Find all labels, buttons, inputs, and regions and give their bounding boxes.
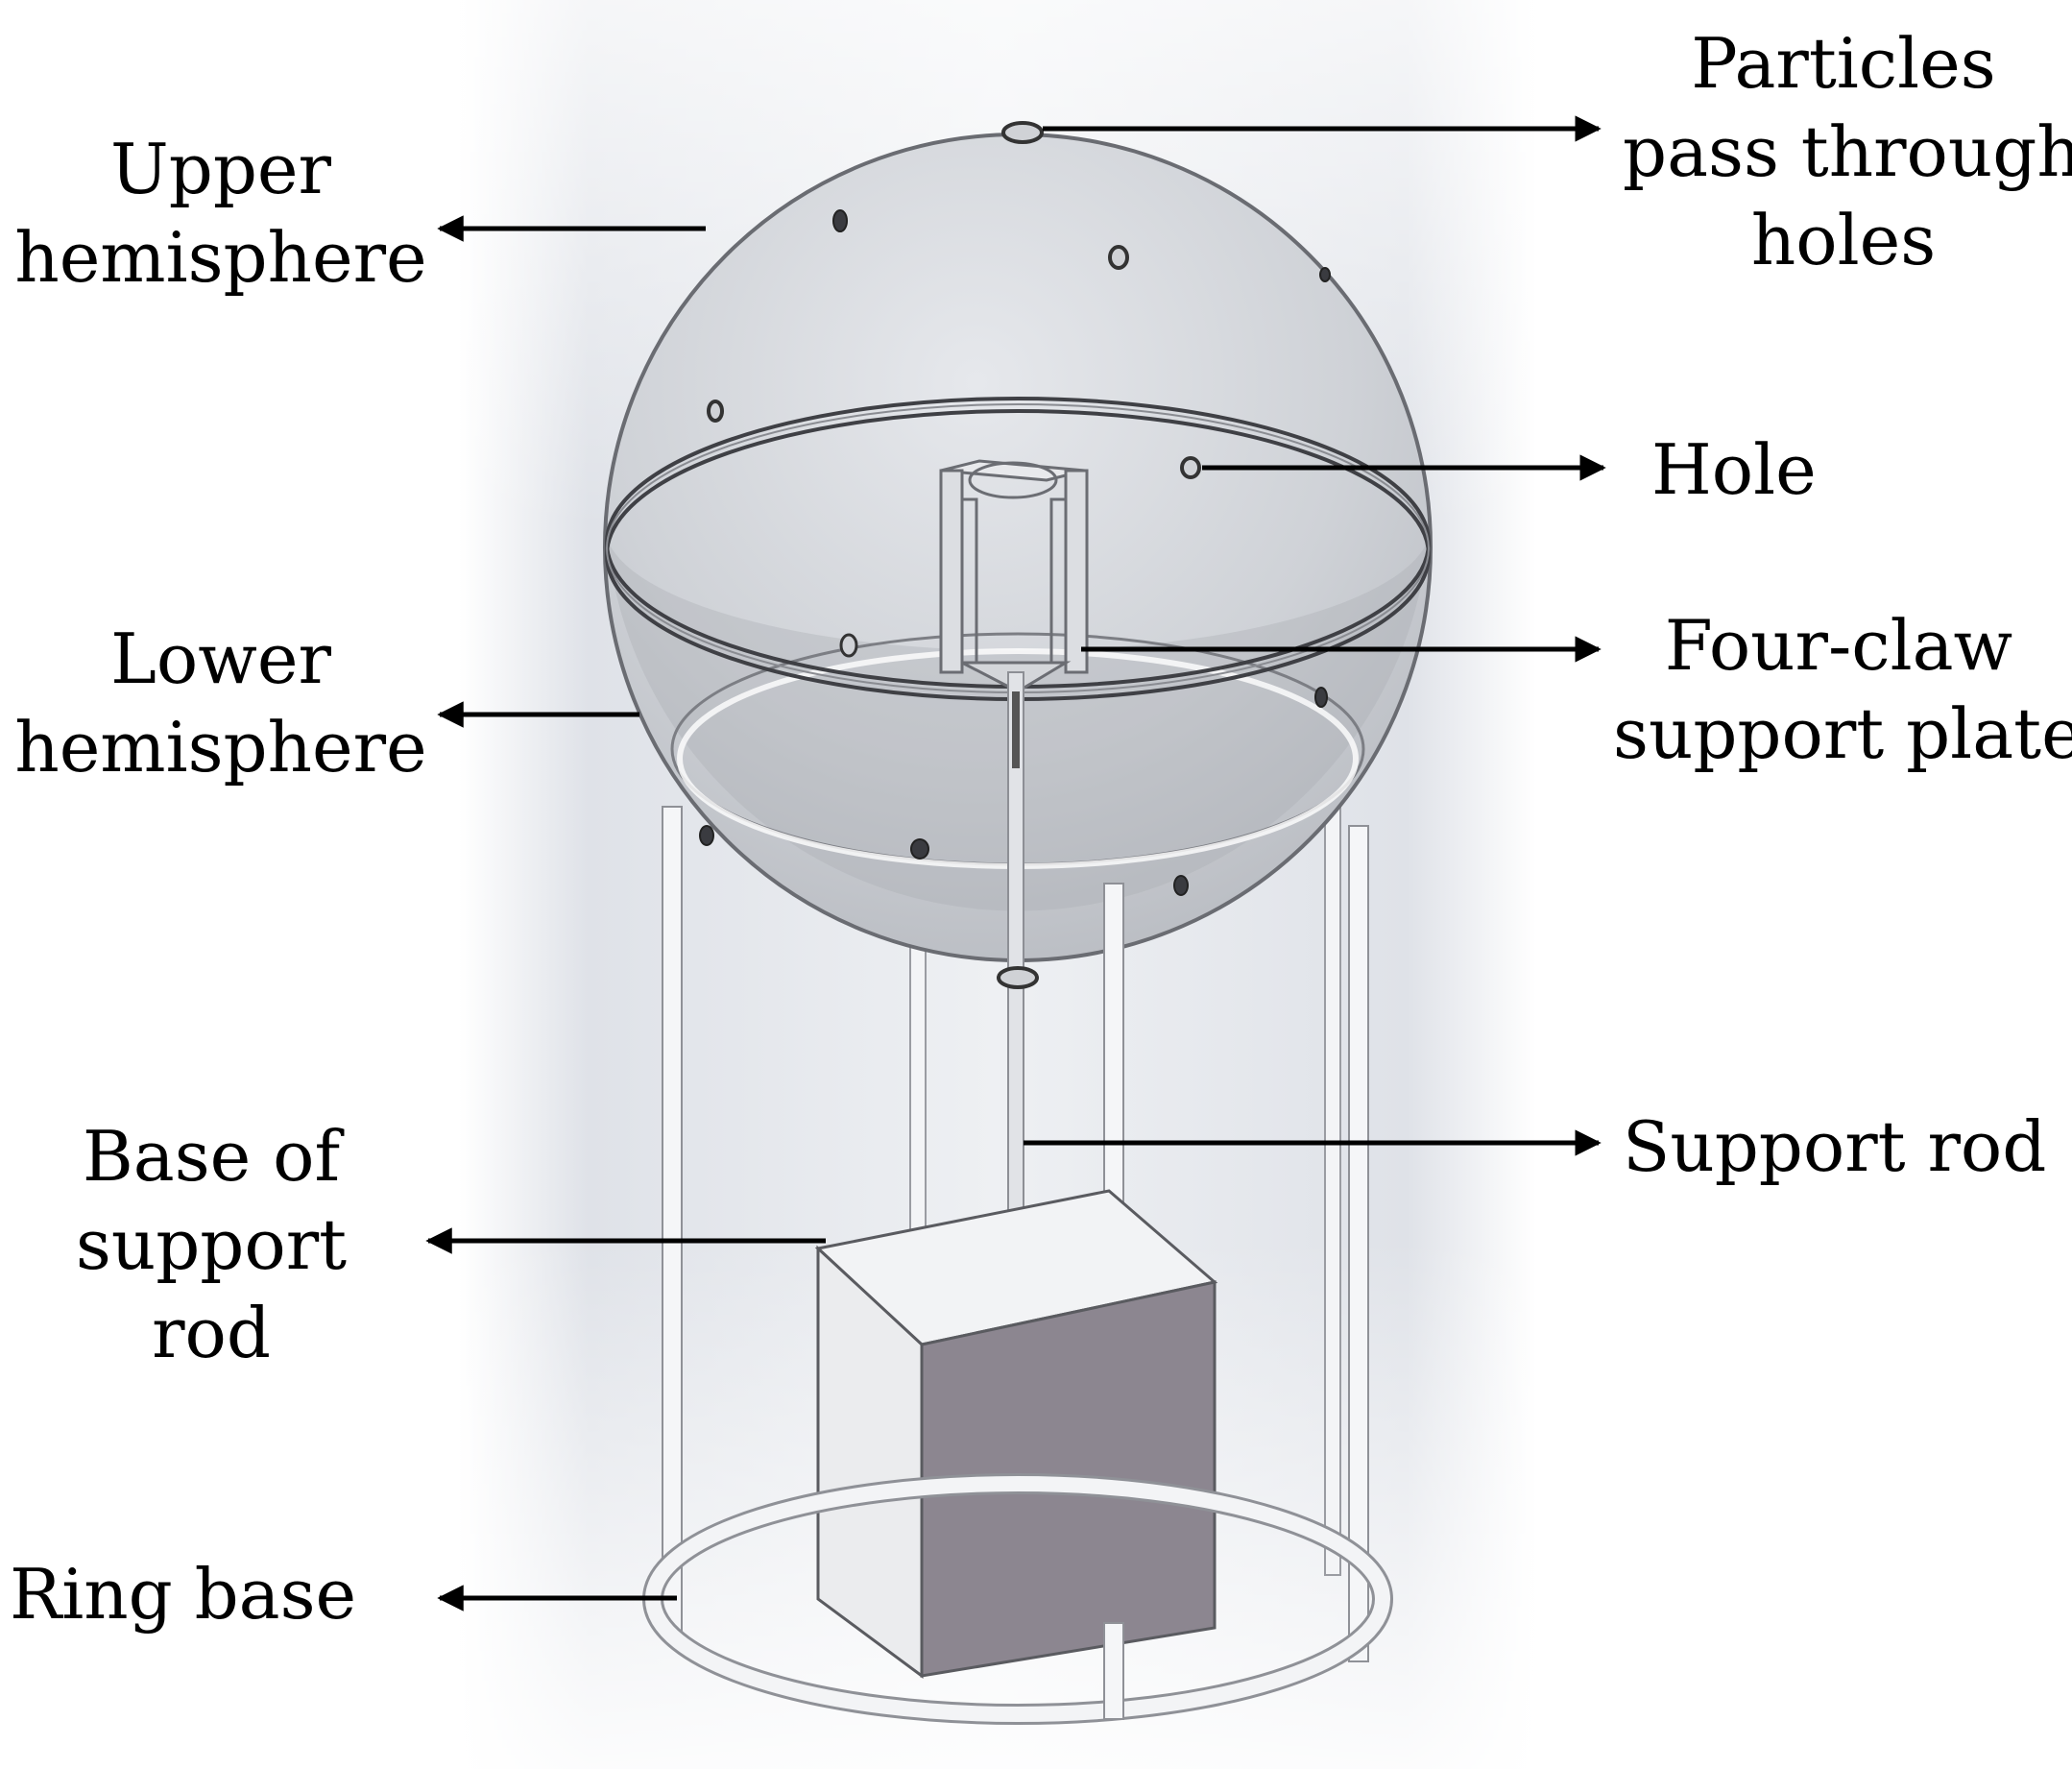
label-line: support: [75, 1204, 348, 1285]
front-leg-overlap: [1103, 1622, 1124, 1720]
label-line: hemisphere: [14, 707, 427, 788]
label-line: Support rod: [1623, 1106, 2047, 1187]
label-lower-hemisphere: Lower hemisphere: [10, 615, 432, 791]
callout-arrows: [425, 115, 1606, 1611]
base-box: [814, 1189, 1218, 1679]
label-line: Hole: [1651, 429, 1817, 510]
four-claw-support-plate: [939, 459, 1089, 693]
label-line: Lower: [110, 618, 331, 699]
label-line: Four-claw: [1664, 605, 2013, 686]
label-line: Particles: [1691, 23, 1996, 104]
label-particles-pass-through-holes: Particles pass through holes: [1623, 19, 2072, 284]
label-four-claw-support-plate: Four-claw support plate: [1613, 601, 2072, 778]
label-line: Base of: [82, 1116, 341, 1197]
sphere-holes: [699, 121, 1331, 989]
label-line: Upper: [110, 129, 331, 209]
label-support-rod: Support rod: [1623, 1103, 2064, 1191]
label-line: rod: [152, 1293, 271, 1373]
label-line: Ring base: [10, 1554, 357, 1635]
label-base-of-support-rod: Base of support rod: [19, 1112, 403, 1377]
label-hole: Hole: [1651, 425, 1882, 514]
label-upper-hemisphere: Upper hemisphere: [10, 125, 432, 302]
label-line: pass through: [1623, 111, 2072, 192]
label-ring-base: Ring base: [10, 1550, 374, 1638]
label-line: holes: [1750, 200, 1937, 280]
label-line: hemisphere: [14, 217, 427, 298]
label-line: support plate: [1613, 693, 2072, 774]
